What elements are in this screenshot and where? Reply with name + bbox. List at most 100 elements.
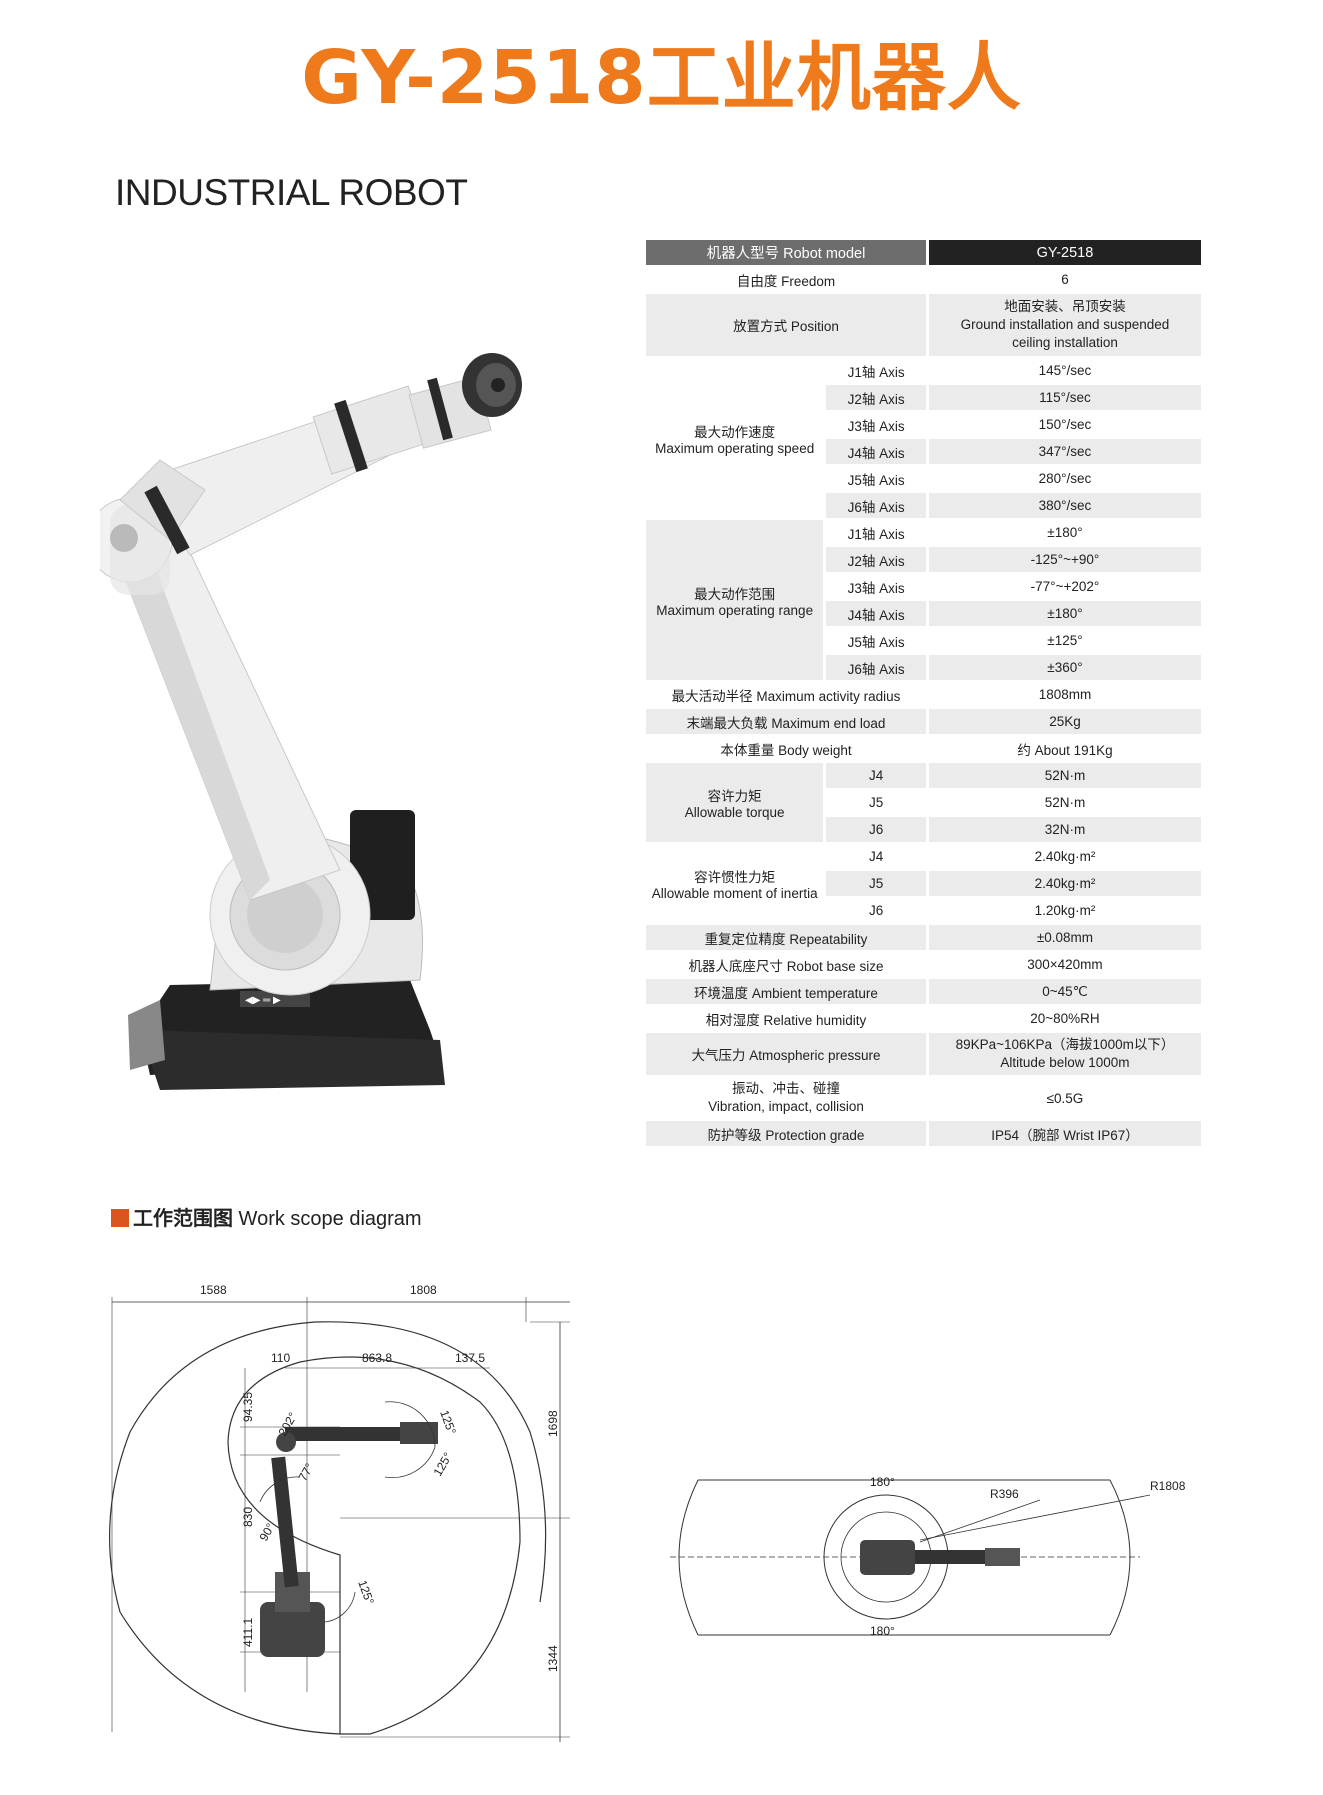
spec-speed-axis: J4轴 Axis — [826, 439, 929, 466]
spec-freedom-label: 自由度 Freedom — [646, 267, 929, 294]
spec-table: 机器人型号 Robot model GY-2518 自由度 Freedom 6 … — [646, 240, 1201, 1148]
spec-load-label: 末端最大负载 Maximum end load — [646, 709, 929, 736]
angle-180-bottom: 180° — [870, 1624, 895, 1638]
spec-torque-label-en: Allowable torque — [684, 805, 785, 820]
section-title-en: Work scope diagram — [233, 1208, 422, 1230]
angle-77: 77° — [295, 1461, 316, 1484]
spec-protection-label: 防护等级 Protection grade — [646, 1121, 929, 1148]
dim-1344: 1344 — [546, 1645, 560, 1672]
top-workscope-diagram: 180° 180° R396 R1808 — [670, 1475, 1186, 1638]
spec-header-label: 机器人型号 Robot model — [646, 240, 929, 267]
spec-base-label: 机器人底座尺寸 Robot base size — [646, 952, 929, 979]
section-heading: 工作范围图 Work scope diagram — [111, 1202, 422, 1231]
robot-illustration: ◀▶ ═ ▶ — [100, 353, 522, 1090]
angle-125-top: 125° — [437, 1408, 459, 1436]
spec-speed-axis: J2轴 Axis — [826, 385, 929, 412]
page-title: GY-2518工业机器人 — [301, 35, 1022, 121]
spec-speed-value: 347°/sec — [928, 439, 1201, 466]
spec-position-value-en1: Ground installation and suspended — [960, 317, 1170, 332]
spec-weight-label: 本体重量 Body weight — [646, 736, 929, 763]
spec-speed-value: 115°/sec — [928, 385, 1201, 412]
spec-range-label-cn: 最大动作范围 — [694, 586, 776, 602]
spec-position-value: 地面安装、吊顶安装 Ground installation and suspen… — [928, 294, 1201, 358]
section-marker — [111, 1209, 129, 1227]
dim-94: 94.35 — [241, 1392, 255, 1422]
spec-position-value-cn: 地面安装、吊顶安装 — [1004, 299, 1126, 314]
angle-90: 90° — [256, 1521, 277, 1544]
spec-repeat-label: 重复定位精度 Repeatability — [646, 925, 929, 952]
spec-torque-value: 32N·m — [928, 817, 1201, 844]
spec-range-value: ±180° — [928, 520, 1201, 547]
spec-range-axis: J6轴 Axis — [826, 655, 929, 682]
spec-vibration-label: 振动、冲击、碰撞 Vibration, impact, collision — [646, 1077, 929, 1121]
spec-base-value: 300×420mm — [928, 952, 1201, 979]
spec-position-value-en2: ceiling installation — [1012, 335, 1118, 350]
spec-weight-value: 约 About 191Kg — [928, 736, 1201, 763]
dim-1808: 1808 — [410, 1283, 437, 1297]
spec-inertia-axis: J4 — [826, 844, 929, 871]
spec-freedom-value: 6 — [928, 267, 1201, 294]
spec-position-label: 放置方式 Position — [646, 294, 929, 358]
dim-863: 863.8 — [362, 1351, 392, 1365]
spec-speed-value: 150°/sec — [928, 412, 1201, 439]
spec-torque-axis: J6 — [826, 817, 929, 844]
angle-125-base: 125° — [355, 1578, 377, 1606]
spec-torque-value: 52N·m — [928, 790, 1201, 817]
spec-speed-label-cn: 最大动作速度 — [694, 424, 776, 440]
spec-speed-axis: J3轴 Axis — [826, 412, 929, 439]
section-title-cn: 工作范围图 — [133, 1208, 233, 1230]
spec-repeat-value: ±0.08mm — [928, 925, 1201, 952]
spec-speed-value: 145°/sec — [928, 358, 1201, 385]
angle-125-bottom: 125° — [430, 1450, 455, 1479]
spec-range-axis: J1轴 Axis — [826, 520, 929, 547]
svg-text:◀▶ ═ ▶: ◀▶ ═ ▶ — [245, 995, 281, 1006]
spec-speed-axis: J5轴 Axis — [826, 466, 929, 493]
spec-range-value: ±360° — [928, 655, 1201, 682]
spec-range-axis: J3轴 Axis — [826, 574, 929, 601]
dim-1698: 1698 — [546, 1410, 560, 1437]
page-subtitle: INDUSTRIAL ROBOT — [115, 172, 468, 213]
spec-pressure-value: 89KPa~106KPa（海拔1000m以下） Altitude below 1… — [928, 1033, 1201, 1077]
spec-range-axis: J2轴 Axis — [826, 547, 929, 574]
dim-137: 137.5 — [455, 1351, 485, 1365]
spec-speed-label-en: Maximum operating speed — [655, 440, 815, 456]
spec-torque-value: 52N·m — [928, 763, 1201, 790]
spec-range-label-en: Maximum operating range — [656, 602, 814, 618]
spec-header-value: GY-2518 — [928, 240, 1201, 267]
spec-vibration-label-en: Vibration, impact, collision — [708, 1099, 864, 1114]
dim-830: 830 — [241, 1507, 255, 1527]
angle-180-top: 180° — [870, 1475, 895, 1489]
spec-radius-value: 1808mm — [928, 682, 1201, 709]
spec-humidity-value: 20~80%RH — [928, 1006, 1201, 1033]
spec-pressure-label: 大气压力 Atmospheric pressure — [646, 1033, 929, 1077]
spec-radius-label: 最大活动半径 Maximum activity radius — [646, 682, 929, 709]
spec-vibration-value: ≤0.5G — [928, 1077, 1201, 1121]
spec-range-value: ±125° — [928, 628, 1201, 655]
spec-pressure-value1: 89KPa~106KPa（海拔1000m以下） — [955, 1037, 1175, 1052]
spec-protection-value: IP54（腕部 Wrist IP67） — [928, 1121, 1201, 1148]
spec-range-axis: J5轴 Axis — [826, 628, 929, 655]
spec-speed-label: 最大动作速度 Maximum operating speed — [646, 358, 827, 520]
dim-110: 110 — [271, 1351, 290, 1365]
spec-range-value: ±180° — [928, 601, 1201, 628]
spec-inertia-axis: J5 — [826, 871, 929, 898]
spec-humidity-label: 相对湿度 Relative humidity — [646, 1006, 929, 1033]
spec-torque-label: 容许力矩 Allowable torque — [646, 763, 827, 844]
spec-inertia-value: 2.40kg·m² — [928, 871, 1201, 898]
spec-temp-value: 0~45℃ — [928, 979, 1201, 1006]
spec-speed-axis: J1轴 Axis — [826, 358, 929, 385]
spec-range-value: -77°~+202° — [928, 574, 1201, 601]
spec-torque-axis: J5 — [826, 790, 929, 817]
spec-range-label: 最大动作范围 Maximum operating range — [646, 520, 827, 682]
side-workscope-diagram: 1588 1808 110 863.8 137.5 94.35 830 411.… — [108, 1283, 570, 1742]
dim-1588: 1588 — [200, 1283, 227, 1297]
spec-speed-value: 380°/sec — [928, 493, 1201, 520]
spec-inertia-label: 容许惯性力矩 Allowable moment of inertia — [646, 844, 827, 925]
spec-speed-axis: J6轴 Axis — [826, 493, 929, 520]
spec-inertia-value: 2.40kg·m² — [928, 844, 1201, 871]
spec-speed-value: 280°/sec — [928, 466, 1201, 493]
spec-temp-label: 环境温度 Ambient temperature — [646, 979, 929, 1006]
spec-inertia-label-en: Allowable moment of inertia — [651, 886, 818, 901]
radius-1808: R1808 — [1150, 1479, 1186, 1493]
spec-load-value: 25Kg — [928, 709, 1201, 736]
